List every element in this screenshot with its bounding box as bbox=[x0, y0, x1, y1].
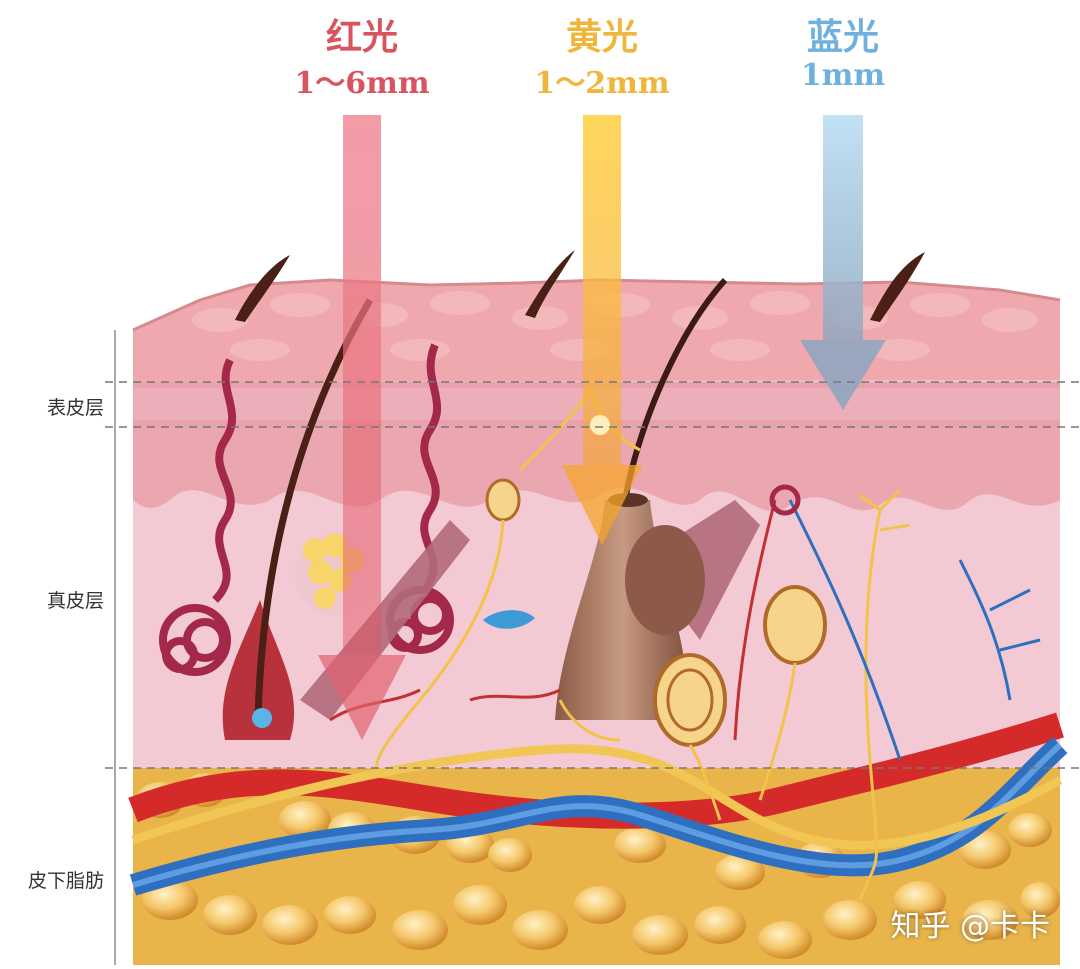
small-vessels bbox=[329, 484, 1041, 761]
sweat-gland-left bbox=[159, 358, 237, 676]
blue-light-title: 蓝光 bbox=[806, 16, 879, 58]
blue-light-beam bbox=[800, 115, 886, 410]
label-epidermis: 表皮层 bbox=[46, 397, 104, 419]
red-light-beam bbox=[318, 115, 406, 740]
yellow-light-depth: 1～2mm bbox=[534, 66, 670, 101]
hair-follicle-center bbox=[555, 277, 728, 720]
watermark: 知乎 @卡卡 bbox=[890, 909, 1050, 944]
red-light-depth: 1～6mm bbox=[294, 66, 430, 101]
layer-dividers bbox=[105, 330, 1080, 965]
label-subcutaneous: 皮下脂肪 bbox=[27, 870, 104, 892]
yellow-light-title: 黄光 bbox=[565, 16, 638, 58]
red-light-title: 红光 bbox=[325, 16, 398, 58]
blue-light-depth: 1mm bbox=[800, 58, 886, 93]
corpuscles bbox=[483, 478, 827, 747]
label-dermis: 真皮层 bbox=[46, 590, 104, 612]
surface-hairs bbox=[235, 250, 925, 322]
yellow-light-beam bbox=[562, 115, 642, 545]
